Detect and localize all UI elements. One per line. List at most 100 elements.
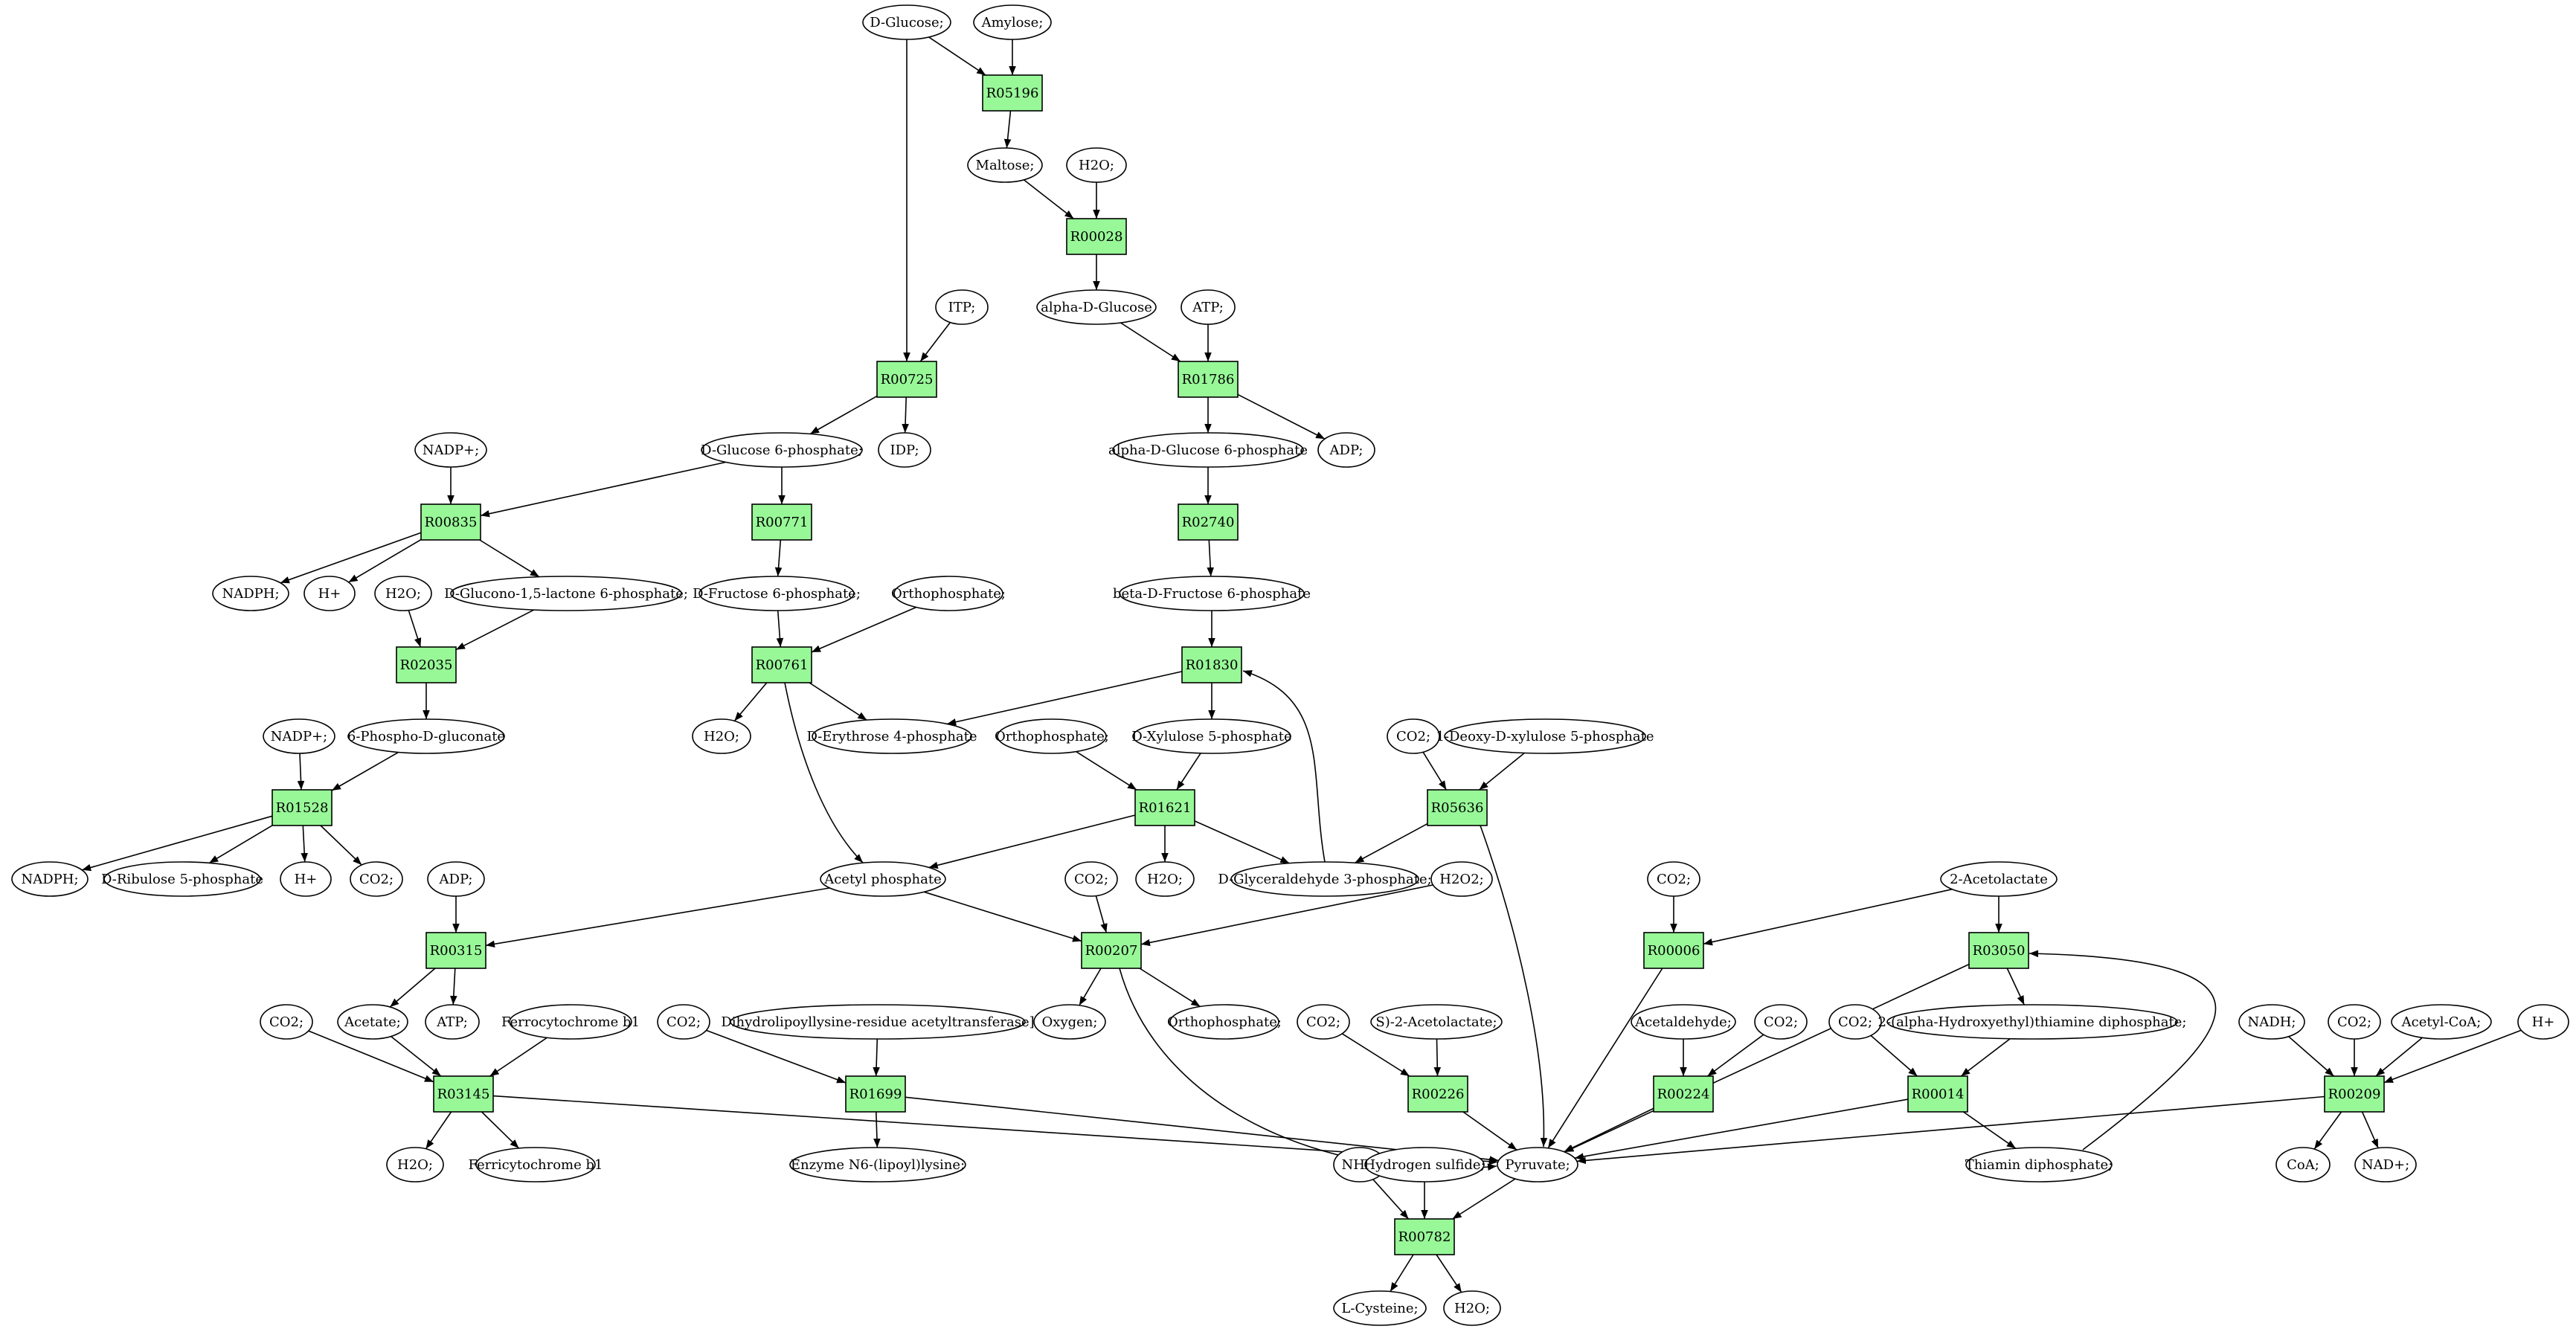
reaction-node-r02035[interactable]: R02035 [396,646,457,683]
metabolite-node-co2-4[interactable]: CO2; [1647,861,1700,897]
reaction-node-r00224[interactable]: R00224 [1653,1075,1714,1113]
metabolite-node-atp-1[interactable]: ATP; [1181,289,1236,325]
node-label: D-Glucose; [870,15,943,30]
reaction-node-r01830[interactable]: R01830 [1181,646,1242,683]
metabolite-node-bdf6p[interactable]: beta-D-Fructose 6-phosphate [1113,576,1311,611]
node-label: alpha-D-Glucose 6-phosphate [1108,443,1308,458]
reaction-node-r00835[interactable]: R00835 [420,503,481,541]
node-label: R00226 [1412,1087,1465,1102]
metabolite-node-co2-8[interactable]: CO2; [1754,1004,1808,1040]
metabolite-node-ferrob1[interactable]: Ferrocytochrome b1 [501,1004,640,1040]
metabolite-node-ferrib1[interactable]: Ferricytochrome b1 [469,1147,603,1182]
metabolite-node-df6p[interactable]: D-Fructose 6-phosphate; [693,576,861,611]
reaction-node-r00209[interactable]: R00209 [2324,1075,2385,1113]
metabolite-node-dg6p[interactable]: D-Glucose 6-phosphate; [701,432,863,468]
reaction-node-r00014[interactable]: R00014 [1907,1075,1968,1113]
metabolite-node-h2o-2[interactable]: H2O; [374,576,432,611]
metabolite-node-nadp[interactable]: NAD+; [2354,1147,2417,1182]
metabolite-node-pdg[interactable]: 6-Phospho-D-gluconate [347,718,505,754]
metabolite-node-acetate[interactable]: Acetate; [337,1004,408,1040]
metabolite-node-atp-2[interactable]: ATP; [425,1004,480,1040]
metabolite-node-h2o-3[interactable]: H2O; [692,718,751,754]
reaction-node-r01786[interactable]: R01786 [1178,361,1239,398]
reaction-node-r00761[interactable]: R00761 [751,646,812,683]
metabolite-node-enzn6[interactable]: Enzyme N6-(lipoyl)lysine; [789,1147,966,1182]
metabolite-node-co2-3[interactable]: CO2; [1064,861,1118,897]
metabolite-node-thdp[interactable]: Thiamin diphosphate; [1965,1147,2113,1182]
edge-r01528-to-dr5p [208,825,273,864]
metabolite-node-co2-6[interactable]: CO2; [657,1004,710,1040]
reaction-node-r00207[interactable]: R00207 [1081,932,1142,969]
metabolite-node-nadph-1[interactable]: NADPH; [212,576,289,611]
metabolite-node-hp-2[interactable]: H+ [280,861,332,897]
metabolite-node-maltose[interactable]: Maltose; [967,147,1043,183]
reaction-node-r01621[interactable]: R01621 [1134,789,1195,826]
metabolite-node-oxygen[interactable]: Oxygen; [1033,1004,1106,1040]
metabolite-node-lcys[interactable]: L-Cysteine; [1333,1290,1427,1326]
edge-co2-9-to-r00014 [1870,1034,1918,1077]
metabolite-node-dx5p[interactable]: D-Xylulose 5-phosphate [1131,718,1292,754]
reaction-node-r00315[interactable]: R00315 [425,932,486,969]
reaction-node-r00006[interactable]: R00006 [1643,932,1704,969]
metabolite-node-idp[interactable]: IDP; [878,432,931,468]
metabolite-node-nadpp-1[interactable]: NADP+; [414,432,487,468]
metabolite-node-adp-1[interactable]: ADP; [1317,432,1375,468]
metabolite-node-co2-9[interactable]: CO2; [1828,1004,1882,1040]
reaction-node-r00226[interactable]: R00226 [1407,1075,1468,1113]
metabolite-node-ortho-2[interactable]: Orthophosphate; [995,718,1109,754]
metabolite-node-h2o-1[interactable]: H2O; [1066,147,1127,183]
metabolite-node-pyruvate[interactable]: Pyruvate; [1497,1147,1578,1182]
metabolite-node-co2-2[interactable]: CO2; [350,861,403,897]
metabolite-node-dlat[interactable]: Dihydrolipoyllysine-residue acetyltransf… [721,1004,1035,1040]
metabolite-node-co2-1[interactable]: CO2; [1387,718,1440,754]
metabolite-node-itp[interactable]: ITP; [935,289,989,325]
metabolite-node-ortho-3[interactable]: Orthophosphate; [1167,1004,1282,1040]
metabolite-node-de4p[interactable]: D-Erythrose 4-phosphate [806,718,977,754]
metabolite-node-adg[interactable]: alpha-D-Glucose [1036,289,1157,325]
reaction-node-r01699[interactable]: R01699 [845,1075,906,1113]
reaction-node-r02740[interactable]: R02740 [1178,503,1239,541]
metabolite-node-acetald[interactable]: Acetaldehyde; [1631,1004,1736,1040]
metabolite-node-h2o-6[interactable]: H2O; [1443,1290,1501,1326]
metabolite-node-dox[interactable]: 1-Deoxy-D-xylulose 5-phosphate [1436,718,1654,754]
metabolite-node-h2o-5[interactable]: H2O; [386,1147,444,1182]
metabolite-node-co2-5[interactable]: CO2; [260,1004,313,1040]
node-label: alpha-D-Glucose [1041,300,1152,315]
reaction-node-r01528[interactable]: R01528 [272,789,333,826]
metabolite-node-dglucono[interactable]: D-Glucono-1,5-lactone 6-phosphate; [444,576,688,611]
metabolite-node-hp-1[interactable]: H+ [303,576,356,611]
metabolite-node-co2-7[interactable]: CO2; [1297,1004,1350,1040]
metabolite-node-amylose[interactable]: Amylose; [973,4,1052,40]
node-label: Oxygen; [1042,1014,1098,1030]
metabolite-node-nadph-2[interactable]: NADPH; [11,861,89,897]
reaction-node-r00771[interactable]: R00771 [751,503,812,541]
reaction-node-r03050[interactable]: R03050 [1968,932,2029,969]
metabolite-node-accoa[interactable]: Acetyl-CoA; [2391,1004,2492,1040]
reaction-node-r00028[interactable]: R00028 [1066,218,1127,255]
metabolite-node-adp-2[interactable]: ADP; [427,861,485,897]
reaction-node-r00725[interactable]: R00725 [876,361,937,398]
metabolite-node-saclac[interactable]: S)-2-Acetolactate; [1370,1004,1503,1040]
metabolite-node-coa[interactable]: CoA; [2275,1147,2331,1182]
reaction-node-r03145[interactable]: R03145 [433,1075,494,1113]
metabolite-node-hetpp[interactable]: 2-(alpha-Hydroxyethyl)thiamine diphospha… [1878,1004,2187,1040]
metabolite-node-ortho-1[interactable]: Orthophosphate; [891,576,1006,611]
reaction-node-r05636[interactable]: R05636 [1427,789,1488,826]
metabolite-node-co2-10[interactable]: CO2; [2328,1004,2381,1040]
metabolite-node-nadpp-2[interactable]: NADP+; [263,718,335,754]
metabolite-ellipse [263,718,335,754]
reaction-node-r00782[interactable]: R00782 [1394,1218,1455,1255]
node-label: R02035 [400,657,453,673]
metabolite-node-dr5p[interactable]: D-Ribulose 5-phosphate [101,861,263,897]
metabolite-node-hp-3[interactable]: H+ [2517,1004,2569,1040]
metabolite-node-d-glucose[interactable]: D-Glucose; [862,4,951,40]
metabolite-node-h2o2[interactable]: H2O2; [1430,861,1493,897]
metabolite-node-nadh[interactable]: NADH; [2238,1004,2305,1040]
metabolite-node-acp[interactable]: Acetyl phosphate [820,861,946,897]
reaction-node-r05196[interactable]: R05196 [982,74,1043,112]
metabolite-node-h2s[interactable]: Hydrogen sulfide; [1364,1147,1485,1182]
metabolite-node-aclac[interactable]: 2-Acetolactate [1940,861,2058,897]
metabolite-node-adg6p[interactable]: alpha-D-Glucose 6-phosphate [1108,432,1308,468]
metabolite-node-g3p[interactable]: D-Glyceraldehyde 3-phosphate; [1218,861,1432,897]
metabolite-node-h2o-4[interactable]: H2O; [1135,861,1195,897]
